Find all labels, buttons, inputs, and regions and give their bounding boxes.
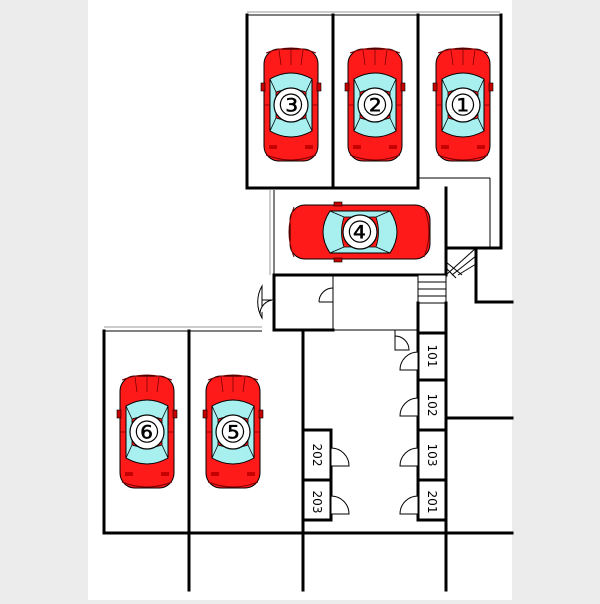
unit-label-203: 203 [310,491,324,514]
unit-labels-layer: 101 102 103 201 202 203 [310,345,439,514]
car-number-label: ⑥ [134,416,161,451]
unit-label-101: 101 [425,345,439,368]
car-number-label: ⑤ [220,416,247,451]
car-4: ④ [288,201,431,263]
unit-label-201: 201 [425,491,439,514]
car-number-label: ① [450,89,477,124]
car4-bay-walls [269,186,503,277]
car-2: ② [344,47,406,162]
car-5: ⑤ [202,374,264,489]
car-number-label: ③ [278,89,305,124]
unit-doors [330,335,419,515]
upper-parking-walls [245,11,503,250]
car-number-label: ② [362,89,389,124]
unit-label-103: 103 [425,444,439,467]
car-number-label: ④ [347,216,374,251]
car-1: ① [432,47,494,162]
unit-label-102: 102 [425,394,439,417]
lower-parking-walls [102,326,514,592]
cars-layer: ① ② ③ ④ ⑤ ⑥ [116,47,494,489]
car-3: ③ [260,47,322,162]
stairs [417,246,514,304]
car-6: ⑥ [116,374,178,489]
unit-label-202: 202 [310,444,324,467]
entrance-area [257,273,418,332]
